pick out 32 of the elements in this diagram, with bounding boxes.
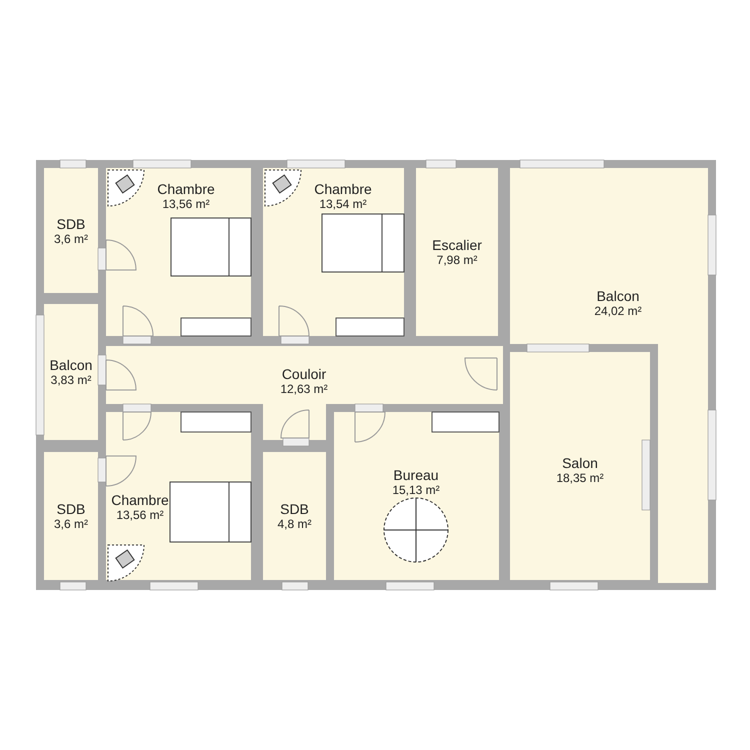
room-floor bbox=[510, 168, 708, 583]
room-floor bbox=[263, 452, 326, 580]
area-label: 13,54 m² bbox=[318, 197, 368, 211]
room-name: SDB bbox=[279, 501, 310, 517]
room-name: SDB bbox=[56, 216, 86, 232]
room-name: Escalier bbox=[432, 237, 482, 253]
room-floor bbox=[106, 346, 503, 440]
room-name: Salon bbox=[561, 455, 599, 471]
area-label: 4,8 m² bbox=[278, 517, 312, 531]
room-floor bbox=[44, 452, 98, 580]
area-label: 13,56 m² bbox=[161, 197, 211, 211]
area-label: 12,63 m² bbox=[280, 382, 328, 396]
room-name: SDB bbox=[56, 501, 86, 517]
area-label: 3,83 m² bbox=[50, 373, 92, 387]
area-label: 3,6 m² bbox=[54, 517, 88, 531]
room-name: Chambre bbox=[111, 492, 169, 508]
area-label: 15,13 m² bbox=[392, 483, 440, 497]
area-label: 3,6 m² bbox=[54, 232, 88, 246]
room-name: Balcon bbox=[596, 288, 640, 304]
room-name: Couloir bbox=[280, 366, 328, 382]
area-label: 13,56 m² bbox=[115, 508, 165, 522]
room-floor bbox=[510, 352, 650, 580]
room-floor bbox=[416, 168, 498, 336]
area-label: 7,98 m² bbox=[436, 253, 478, 267]
room-floor bbox=[44, 168, 98, 293]
area-label: 18,35 m² bbox=[556, 471, 604, 485]
room-name: Bureau bbox=[392, 467, 440, 483]
room-name: Chambre bbox=[314, 181, 372, 197]
room-name: Balcon bbox=[50, 357, 92, 373]
room-floor bbox=[44, 304, 98, 440]
room-name: Chambre bbox=[157, 181, 215, 197]
area-label: 24,02 m² bbox=[594, 304, 642, 318]
